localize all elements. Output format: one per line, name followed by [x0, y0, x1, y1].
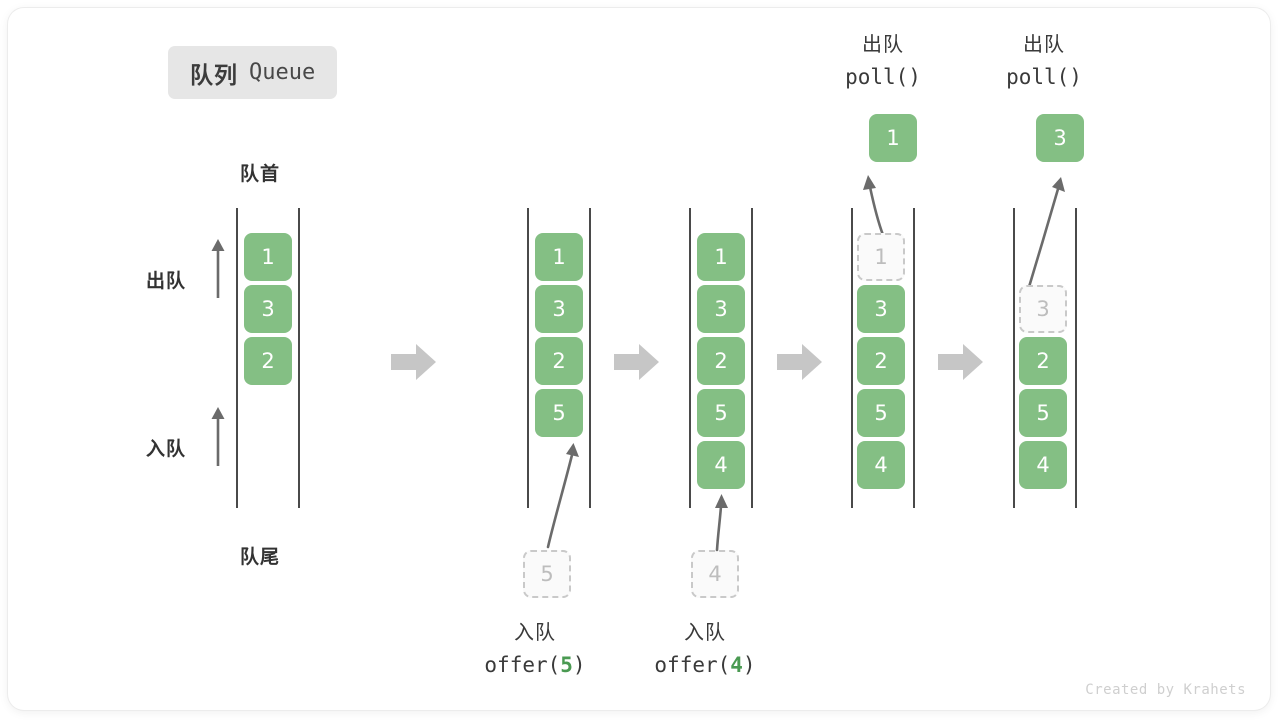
queue-element-new: 5	[535, 389, 583, 437]
title-chinese: 队列	[190, 61, 238, 88]
queue-rail-right	[1075, 208, 1077, 508]
dequeue-operation-label: 出队 poll()	[966, 30, 1122, 94]
operation-code: poll()	[845, 65, 921, 89]
flow-arrow-icon	[614, 342, 660, 382]
operation-code: offer(4)	[654, 653, 756, 677]
queue-element: 3	[857, 285, 905, 333]
operation-code: poll()	[1006, 65, 1082, 89]
operation-name: 出队	[862, 34, 904, 56]
pending-element-ghost: 5	[523, 550, 571, 598]
queue-rail-right	[298, 208, 300, 508]
removed-element-ghost: 1	[857, 233, 905, 281]
enqueue-operation-label: 入队 offer(4)	[615, 618, 795, 682]
queue-element: 2	[535, 337, 583, 385]
queue-element: 2	[1019, 337, 1067, 385]
queue-element: 1	[697, 233, 745, 281]
dequeue-operation-label: 出队 poll()	[805, 30, 961, 94]
pending-element-ghost: 4	[691, 550, 739, 598]
queue-element: 4	[857, 441, 905, 489]
queue-rail-right	[913, 208, 915, 508]
enqueue-side-label: 入队	[146, 439, 187, 460]
dequeue-side-label: 出队	[146, 271, 187, 292]
operation-name: 入队	[514, 622, 556, 644]
queue-rail-left	[1013, 208, 1015, 508]
operation-code: offer(5)	[484, 653, 586, 677]
removed-element-ghost: 3	[1019, 285, 1067, 333]
queue-element: 3	[535, 285, 583, 333]
title-badge: 队列 Queue	[168, 46, 338, 99]
flow-arrow-icon	[391, 342, 437, 382]
queue-head-label: 队首	[240, 164, 281, 185]
queue-rail-right	[751, 208, 753, 508]
dequeue-up-arrow-icon	[207, 236, 229, 305]
credit-text: Created by Krahets	[1085, 682, 1246, 698]
enqueue-up-arrow-icon	[207, 404, 229, 473]
enqueue-operation-label: 入队 offer(5)	[445, 618, 625, 682]
popped-element: 3	[1036, 114, 1084, 162]
operation-name: 入队	[684, 622, 726, 644]
queue-rail-left	[851, 208, 853, 508]
queue-element: 1	[535, 233, 583, 281]
queue-element: 2	[857, 337, 905, 385]
queue-rail-left	[527, 208, 529, 508]
title-english: Queue	[249, 60, 316, 85]
queue-element: 4	[1019, 441, 1067, 489]
queue-rail-right	[589, 208, 591, 508]
operation-name: 出队	[1023, 34, 1065, 56]
queue-rail-left	[236, 208, 238, 508]
queue-element: 3	[697, 285, 745, 333]
queue-element: 5	[1019, 389, 1067, 437]
queue-tail-label: 队尾	[240, 547, 281, 568]
queue-element: 3	[244, 285, 292, 333]
flow-arrow-icon	[777, 342, 823, 382]
queue-element: 5	[857, 389, 905, 437]
queue-element: 1	[244, 233, 292, 281]
queue-rail-left	[689, 208, 691, 508]
queue-element: 5	[697, 389, 745, 437]
flow-arrow-icon	[938, 342, 984, 382]
popped-element: 1	[869, 114, 917, 162]
queue-element: 2	[697, 337, 745, 385]
queue-element-new: 4	[697, 441, 745, 489]
queue-element: 2	[244, 337, 292, 385]
